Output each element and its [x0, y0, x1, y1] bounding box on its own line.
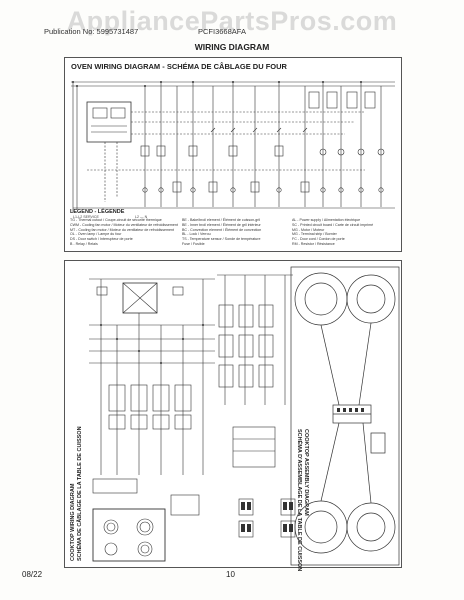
legend-entry: OL - Oven lamp / Lampe du four [70, 232, 122, 237]
legend-entry: MT - Cooling fan motor / Moteur du venti… [70, 227, 174, 232]
legend-entry: BE - Bake/broil element / Élément de cui… [182, 218, 261, 222]
cooktop-diagrams: COOKTOP WIRING DIAGRAM SCHÉMA DE CÂBLAGE… [64, 260, 402, 571]
cooktop-wiring-schematic [89, 278, 215, 562]
legend-entry: TG - Thermal cutout / Coupe-circuit de s… [70, 218, 162, 222]
legend-column-2: BE - Bake/broil element / Élément de cui… [182, 218, 261, 247]
model-number: PCFI3668AFA [198, 27, 246, 36]
legend-column-3: AL - Power supply / Alimentation électri… [292, 218, 373, 247]
legend-entry: Fuse / Fusible [182, 241, 205, 246]
oven-schematic: L1-L2 SERVICE L2 — N [71, 81, 395, 219]
cooktop-wiring-title-line1: COOKTOP WIRING DIAGRAM [70, 483, 76, 561]
legend-entry: DS - Door switch / Interrupteur de porte [70, 237, 133, 242]
page-header: AppliancePartsPros.com Publication No: 5… [0, 0, 464, 60]
oven-note-right: L2 — N [135, 215, 148, 219]
legend-title: LEGEND - LÉGENDE [70, 209, 125, 215]
legend-entry: BL - Lock / Verrou [182, 232, 211, 237]
page-number: 10 [226, 570, 235, 579]
cooktop-wiring-title: COOKTOP WIRING DIAGRAM SCHÉMA DE CÂBLAGE… [70, 426, 84, 561]
oven-note-left: L1-L2 SERVICE [73, 215, 100, 219]
legend-entry: SC - Printed circuit board / Carte de ci… [292, 222, 374, 227]
legend-entry: RM - Resistor / Résistance [292, 241, 335, 246]
publication-number: Publication No: 5995731487 [44, 27, 139, 36]
legend-entry: CWM - Cooling fan motor / Moteur du vent… [70, 222, 178, 227]
legend-entry: BE - Inner broil element / Élément de gr… [182, 222, 261, 227]
legend-entry: TS - Temperature sensor / Sonde de tempé… [182, 237, 261, 242]
legend-entry: MG - Motor / Moteur [292, 227, 325, 232]
legend-entry: AL - Power supply / Alimentation électri… [292, 218, 361, 222]
cooktop-assembly-diagram [290, 266, 400, 566]
legend-entry: B - Relay / Relais [70, 241, 98, 246]
watermark: AppliancePartsPros.com [66, 6, 398, 36]
oven-wiring-diagram: OVEN WIRING DIAGRAM - SCHÉMA DE CÂBLAGE … [64, 57, 402, 252]
cooktop-center-schematic [217, 274, 293, 405]
oven-diagram-title: OVEN WIRING DIAGRAM - SCHÉMA DE CÂBLAGE … [71, 62, 287, 71]
legend-entry: BC - Convection element / Élément de con… [182, 227, 262, 232]
page-title: WIRING DIAGRAM [194, 42, 270, 52]
legend-entry: FC - Door cord / Cordon de porte [292, 237, 345, 242]
cooktop-wiring-title-line2: SCHÉMA DE CÂBLAGE DE LA TABLE DE CUISSON [77, 426, 83, 561]
legend-entry: MG - Terminal strip / Bornier [292, 232, 337, 237]
legend-column-1: TG - Thermal cutout / Coupe-circuit de s… [70, 218, 178, 247]
footer-date: 08/22 [22, 570, 43, 579]
legend: LEGEND - LÉGENDE TG - Thermal cutout / C… [64, 207, 402, 252]
